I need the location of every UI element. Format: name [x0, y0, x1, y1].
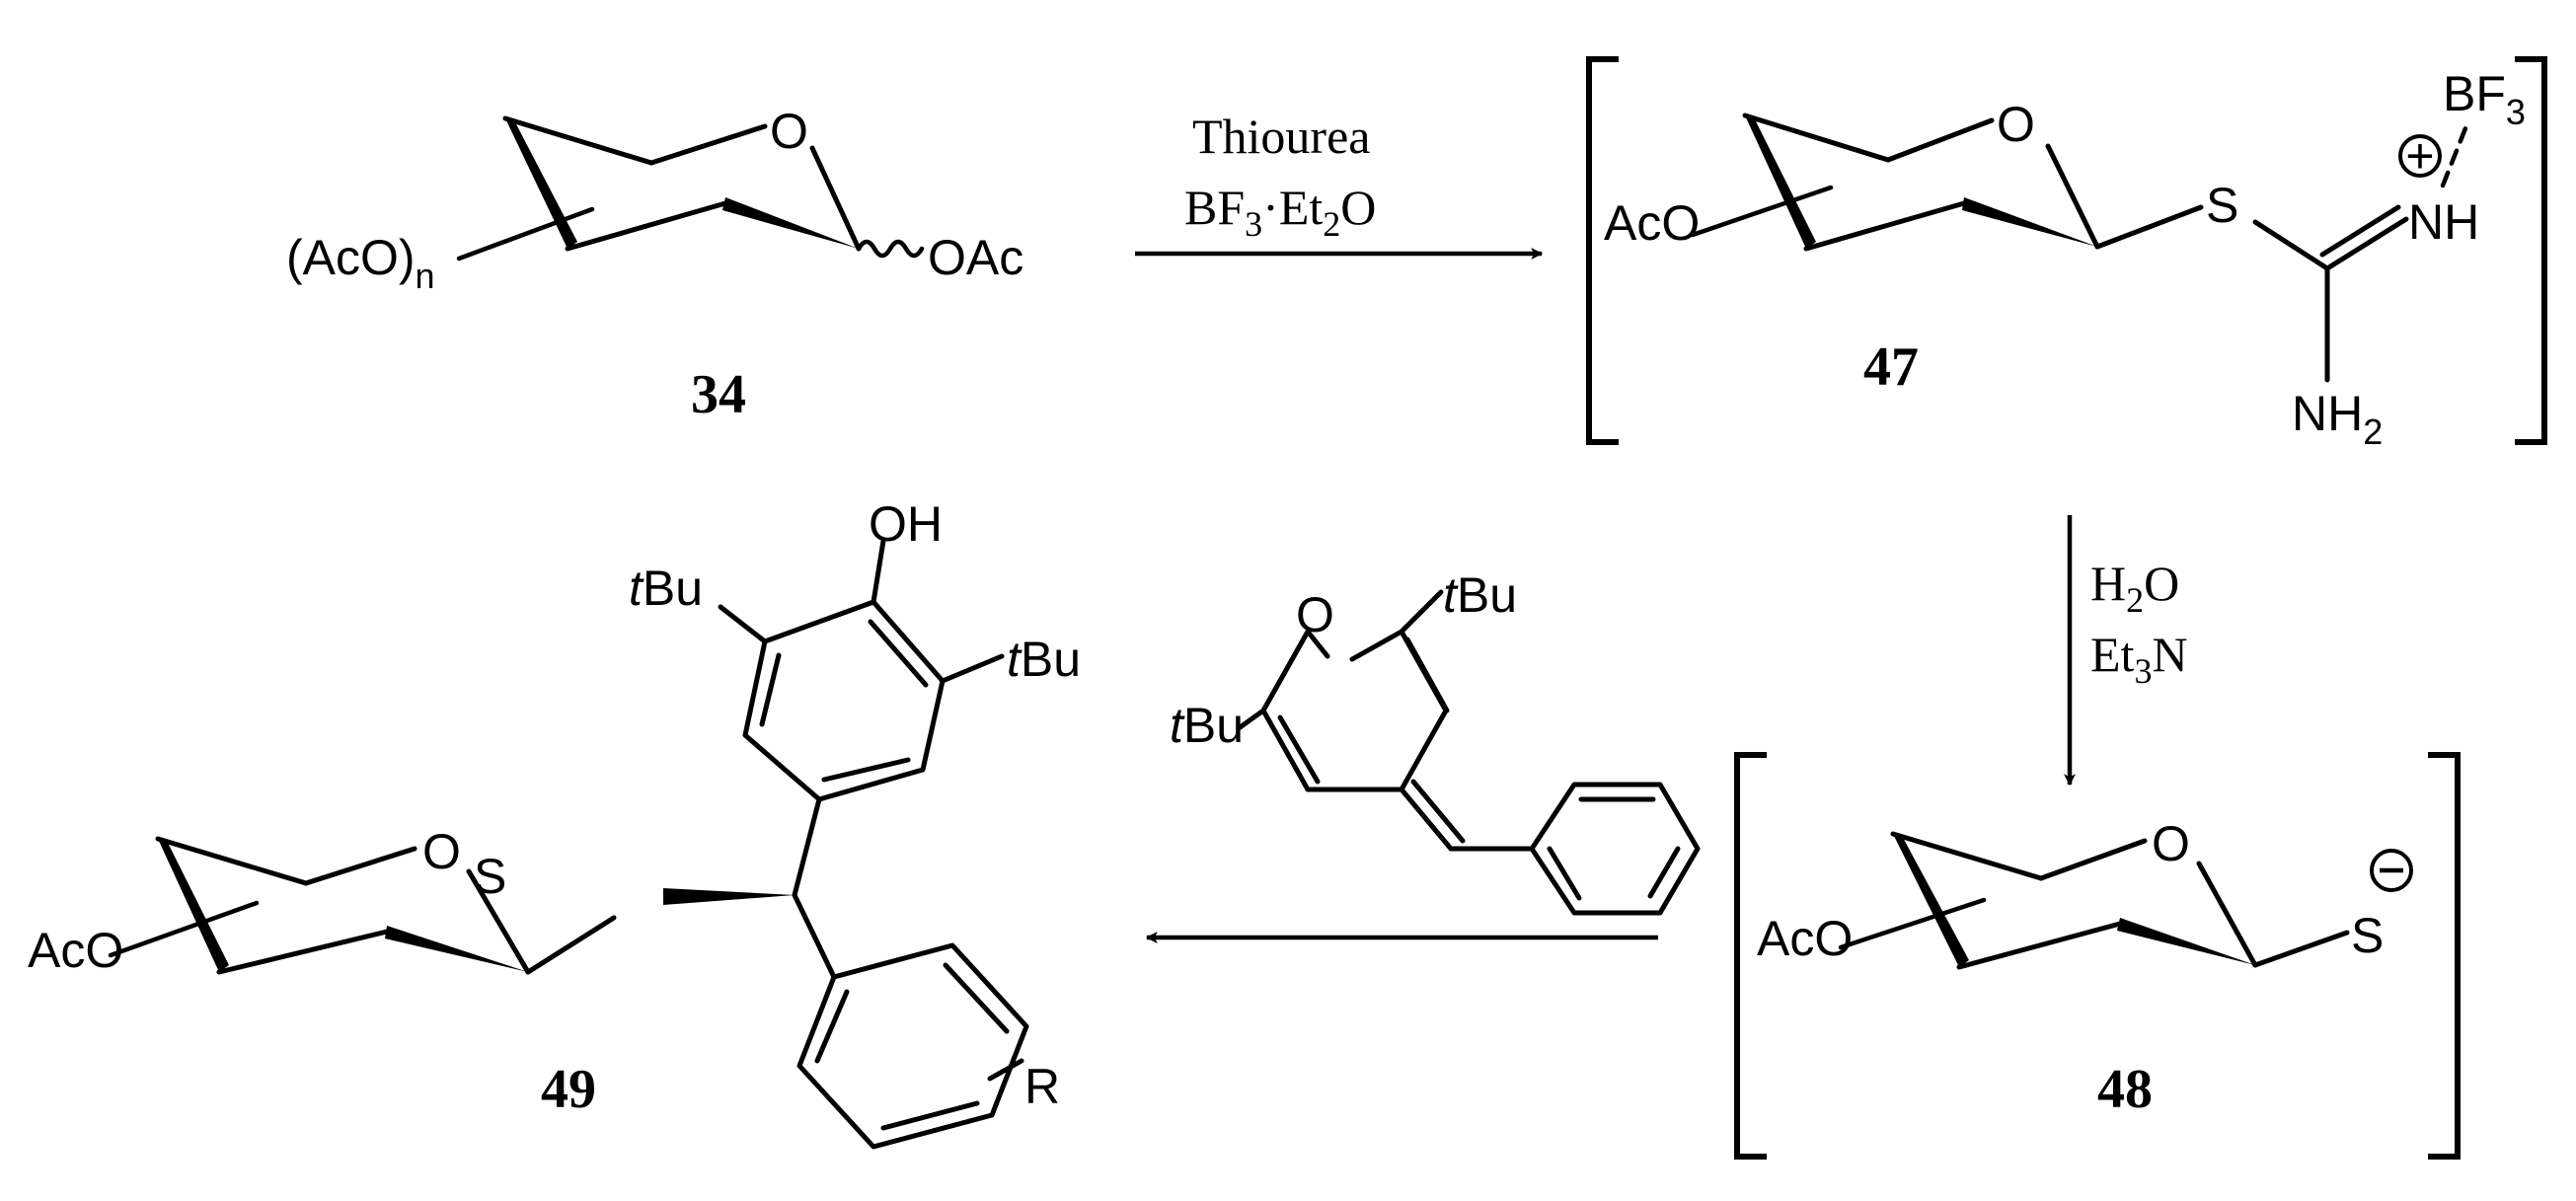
reagents-step-2: H2O Et3N: [2090, 556, 2188, 691]
positive-charge-symbol: +: [2405, 128, 2434, 184]
acetoxy-group: AcO: [1757, 911, 1853, 966]
acetoxy-group: AcO: [28, 923, 123, 978]
positive-charge-icon: [2398, 134, 2442, 178]
tert-butyl-top: tBu: [1443, 567, 1517, 623]
anomeric-acetate: OAc: [928, 230, 1023, 285]
reagent-thiourea: Thiourea: [1192, 109, 1370, 164]
wedge-bond: [505, 118, 577, 249]
negative-charge-icon: [2370, 849, 2413, 892]
quinone-methide: O tBu tBu: [1170, 567, 1701, 916]
wedge-bond: [1962, 197, 2097, 247]
wedge-bond: [1893, 834, 1969, 967]
reagent-bf3-etherate: BF3·Et2O: [1184, 180, 1376, 244]
wedge-bond: [722, 197, 859, 249]
intermediate-47: O AcO S NH BF3 + NH2 47: [1586, 56, 2547, 452]
wedge-bond: [663, 888, 795, 905]
thio-sulfur: S: [2206, 178, 2238, 233]
compound-label-48: 48: [2097, 1059, 2153, 1120]
iminium-nh: NH: [2408, 194, 2479, 250]
compound-label-49: 49: [541, 1059, 596, 1120]
wedge-bond: [2117, 918, 2255, 965]
carbonyl-oxygen: O: [1296, 587, 1334, 642]
compound-label-34: 34: [691, 364, 746, 425]
reagents-step-1: Thiourea BF3·Et2O: [1184, 109, 1376, 244]
reagent-water: H2O: [2090, 556, 2179, 620]
product-49: S O AcO OH tBu tBu R 49: [28, 496, 1081, 1150]
tert-butyl-left: tBu: [629, 561, 703, 616]
aryl-substituent-r: R: [1024, 1059, 1060, 1114]
thiolate-sulfur: S: [2351, 908, 2384, 963]
compound-34: O (AcO)n OAc 34: [286, 104, 1023, 425]
acetoxy-group: AcO: [1604, 195, 1700, 251]
tert-butyl-left: tBu: [1170, 698, 1244, 753]
acetoxy-group: (AcO)n: [286, 230, 435, 296]
wedge-bond: [1745, 115, 1816, 249]
thioether-sulfur: S: [474, 849, 506, 904]
compound-label-47: 47: [1863, 337, 1919, 398]
ring-oxygen: O: [1997, 97, 2035, 152]
phenol-hydroxyl: OH: [869, 496, 943, 552]
tert-butyl-right: tBu: [1007, 632, 1081, 687]
intermediate-48: O AcO S 48: [1734, 752, 2461, 1160]
ring-oxygen: O: [422, 824, 461, 879]
wedge-bond: [158, 839, 229, 972]
amino-group: NH2: [2292, 386, 2383, 452]
ring-oxygen: O: [770, 104, 808, 159]
boron-trifluoride: BF3: [2443, 66, 2526, 132]
wedge-bond: [385, 926, 528, 972]
ring-oxygen: O: [2152, 816, 2190, 871]
reagent-triethylamine: Et3N: [2090, 627, 2188, 691]
